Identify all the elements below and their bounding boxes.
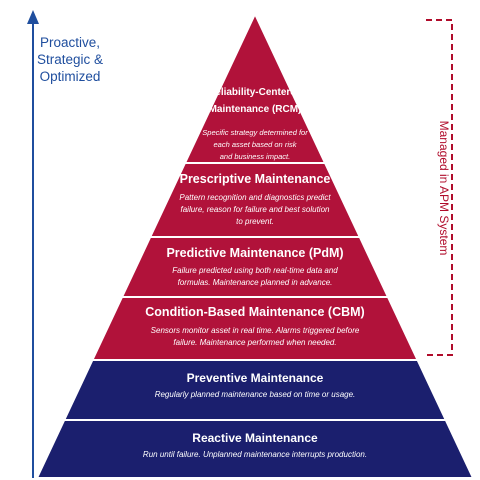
tier-title: Prescriptive Maintenance [180,172,331,186]
tier-title: Reliability-Centered [208,87,302,98]
tier-title: Condition-Based Maintenance (CBM) [145,305,364,319]
tier-description: Failure predicted using both real-time d… [172,266,338,275]
tier-description: Specific strategy determined for [202,128,308,137]
tier-description: to prevent. [236,217,274,226]
tier-description: failure. Maintenance performed when need… [173,338,336,347]
axis-label-line: Optimized [39,69,101,84]
tier-title: Predictive Maintenance (PdM) [166,246,343,260]
tier-description: formulas. Maintenance planned in advance… [178,278,333,287]
proactive-arrow-head-icon [27,10,39,24]
apm-bracket [426,19,453,356]
axis-label: Proactive, Strategic & Optimized [22,34,118,85]
tier-description: Regularly planned maintenance based on t… [155,390,356,399]
tier-title: Maintenance (RCM) [209,104,302,115]
axis-label-line: Proactive, [39,35,101,50]
tier-description: and business impact. [220,152,290,161]
tier-reactive-maintenance [35,419,475,479]
tier-description: Pattern recognition and diagnostics pred… [179,193,331,202]
tier-description: failure, reason for failure and best sol… [181,205,331,214]
tier-title: Reactive Maintenance [192,431,318,445]
apm-bracket-label: Managed in APM System [437,121,451,256]
tier-description: Sensors monitor asset in real time. Alar… [151,326,360,335]
tier-description: each asset based on risk [214,140,298,149]
axis-label-line: Strategic & [36,52,104,67]
tier-description: Run until failure. Unplanned maintenance… [143,450,367,459]
tier-title: Preventive Maintenance [187,371,324,385]
